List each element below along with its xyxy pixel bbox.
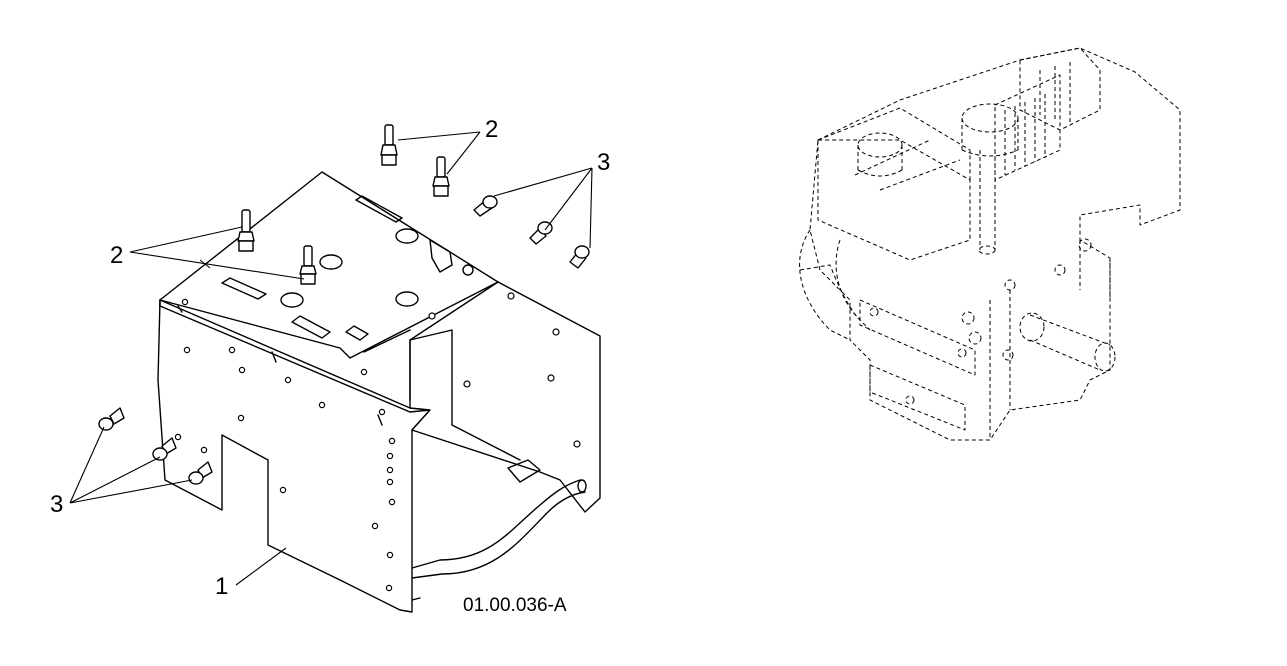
- stud-2: [432, 156, 450, 197]
- reference-code: 01.00.036-A: [463, 595, 567, 616]
- stud-3: [237, 209, 255, 252]
- bolt-left-1: [98, 407, 125, 431]
- bolt-left-2: [152, 437, 177, 461]
- callout-2-left: 2: [110, 242, 123, 269]
- frame-assembly: [157, 171, 601, 613]
- engine-phantom-view: [799, 47, 1181, 441]
- bolt-top-1: [473, 195, 498, 217]
- rear-panel-holes: [428, 292, 581, 448]
- stud-1: [380, 124, 398, 166]
- callout-1: 1: [215, 573, 228, 600]
- callout-3-top: 3: [597, 149, 610, 176]
- bolt-left-3: [188, 461, 213, 485]
- stud-4: [299, 245, 317, 285]
- stud-parts: [237, 124, 450, 285]
- leader-lines: [69, 131, 593, 586]
- callout-2-top: 2: [485, 116, 498, 143]
- left-panel-holes: [174, 298, 396, 592]
- callout-3-left: 3: [50, 491, 63, 518]
- bolt-top-3: [569, 245, 590, 269]
